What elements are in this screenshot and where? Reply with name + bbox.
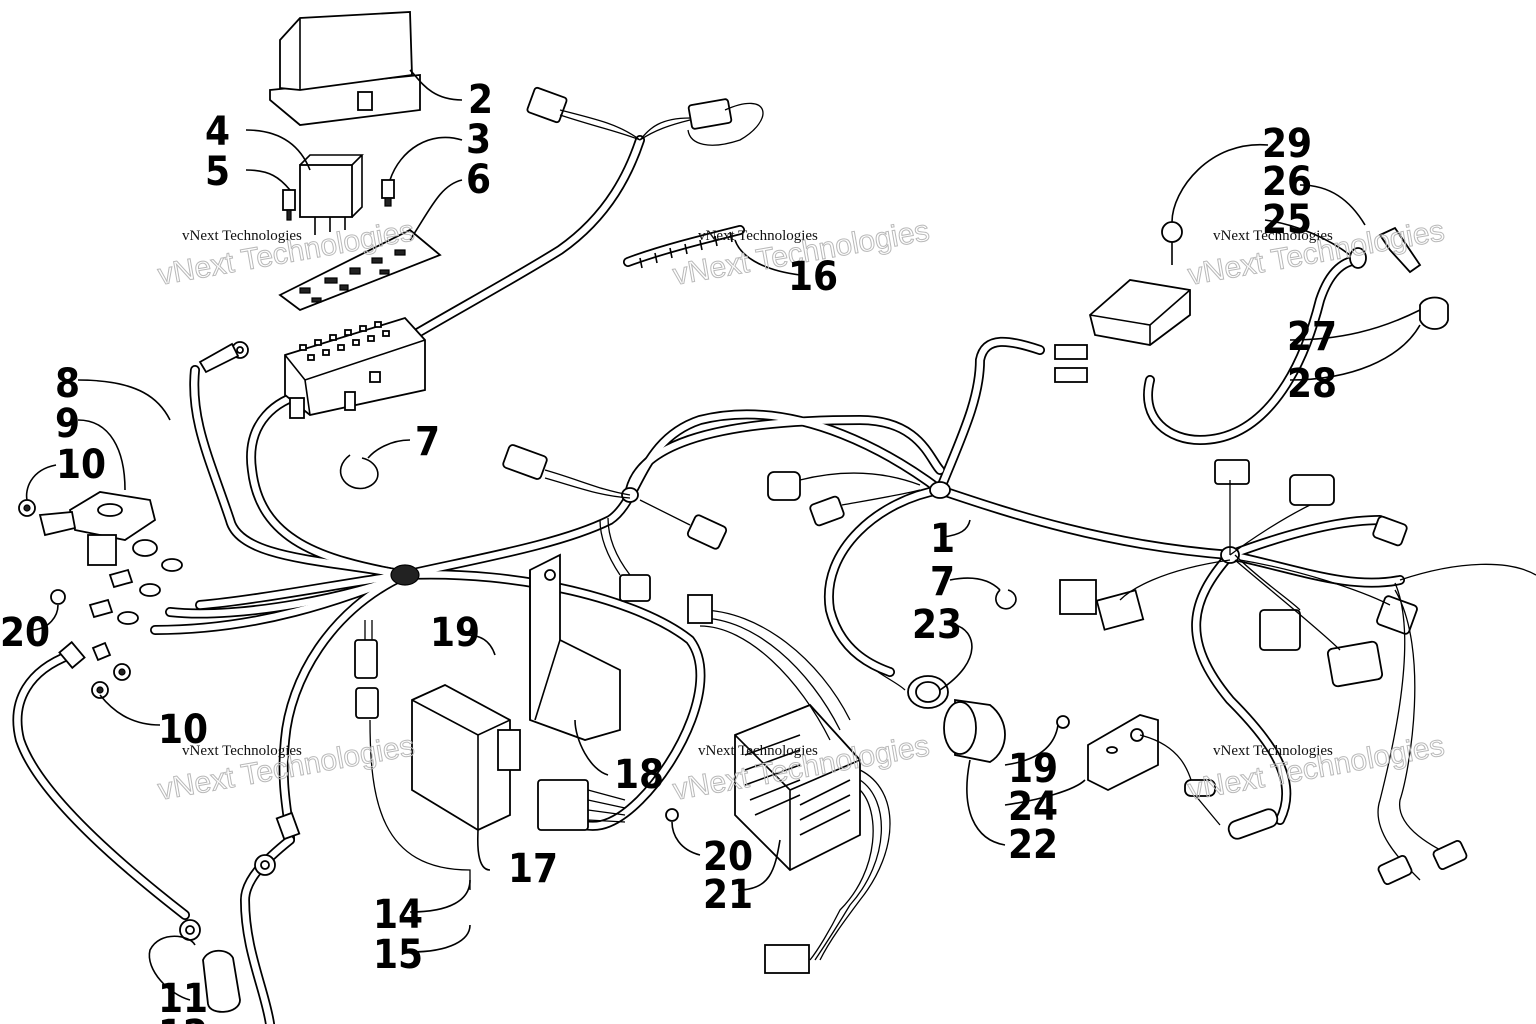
callout-4: 4 xyxy=(205,109,230,155)
voltage-regulator-part-21 xyxy=(665,594,891,974)
watermark-6: vNext Technologies xyxy=(1213,743,1333,759)
ignition-coil xyxy=(1054,221,1449,383)
watermark-3: vNext Technologies xyxy=(1213,228,1333,244)
bracket-part-18 xyxy=(529,553,621,741)
callout-2: 2 xyxy=(468,77,493,123)
callout-18: 18 xyxy=(614,752,664,798)
callout-numbers: 2 4 5 3 6 16 7 8 9 10 20 10 11 12 19 18 … xyxy=(0,77,1337,1024)
fuse-part-3 xyxy=(381,179,395,207)
nuts-and-washers xyxy=(18,499,183,699)
cdi-module-part-17 xyxy=(411,683,521,832)
watermark-6-outline: vNext Technologies xyxy=(1185,729,1446,807)
callout-22: 22 xyxy=(1008,822,1058,868)
cdi-connector xyxy=(537,779,626,831)
fuse-board-part-6 xyxy=(278,228,442,312)
callout-25: 25 xyxy=(1262,197,1312,243)
right-connectors xyxy=(1059,459,1536,885)
callout-19-right: 19 xyxy=(1008,746,1058,792)
callout-23: 23 xyxy=(912,602,962,648)
clip-part-7b xyxy=(995,589,1017,610)
callout-20-left: 20 xyxy=(0,610,50,656)
callout-8: 8 xyxy=(55,361,80,407)
sleeve-part-16 xyxy=(623,225,745,269)
callout-27: 27 xyxy=(1287,314,1337,360)
callout-29: 29 xyxy=(1262,121,1312,167)
callout-20-center: 20 xyxy=(703,834,753,880)
callout-11: 11 xyxy=(158,976,208,1022)
fuse-part-5 xyxy=(282,189,296,221)
top-connectors xyxy=(526,86,764,146)
watermark-1: vNext Technologies xyxy=(182,228,302,244)
boot-part-11 xyxy=(202,949,241,1013)
callout-28: 28 xyxy=(1287,361,1337,407)
watermark-5: vNext Technologies xyxy=(698,743,818,759)
callout-9: 9 xyxy=(55,401,80,447)
watermark-2: vNext Technologies xyxy=(698,228,818,244)
fuse-box-cover-part-2 xyxy=(269,11,421,126)
callout-21: 21 xyxy=(703,872,753,918)
callout-12: 12 xyxy=(158,1012,208,1024)
callout-26: 26 xyxy=(1262,159,1312,205)
callout-16: 16 xyxy=(788,254,838,300)
callout-6: 6 xyxy=(466,157,491,203)
callout-10-bottom: 10 xyxy=(158,707,208,753)
callout-17: 17 xyxy=(508,846,558,892)
callout-5: 5 xyxy=(205,149,230,195)
center-connectors xyxy=(354,444,921,890)
clip-part-7a xyxy=(339,454,379,490)
watermark-3-outline: vNext Technologies xyxy=(1185,214,1446,292)
callout-7-right: 7 xyxy=(930,559,955,605)
fuse-box-housing xyxy=(284,316,426,419)
switch-part-22-23 xyxy=(907,675,1006,763)
callout-19-left: 19 xyxy=(430,610,480,656)
bracket-part-24 xyxy=(1056,714,1221,826)
leader-lines xyxy=(25,69,1421,1001)
callout-7-top: 7 xyxy=(415,419,440,465)
callout-15: 15 xyxy=(373,932,423,978)
callout-1: 1 xyxy=(930,516,955,562)
starter-solenoid-part-9 xyxy=(38,491,158,566)
callout-14: 14 xyxy=(373,892,423,938)
watermark-4: vNext Technologies xyxy=(182,743,302,759)
harness-trunk-cores xyxy=(151,136,1404,844)
callout-3: 3 xyxy=(466,117,491,163)
battery-cables xyxy=(12,341,301,1024)
callout-24: 24 xyxy=(1008,784,1058,830)
callout-10-top: 10 xyxy=(56,442,106,488)
